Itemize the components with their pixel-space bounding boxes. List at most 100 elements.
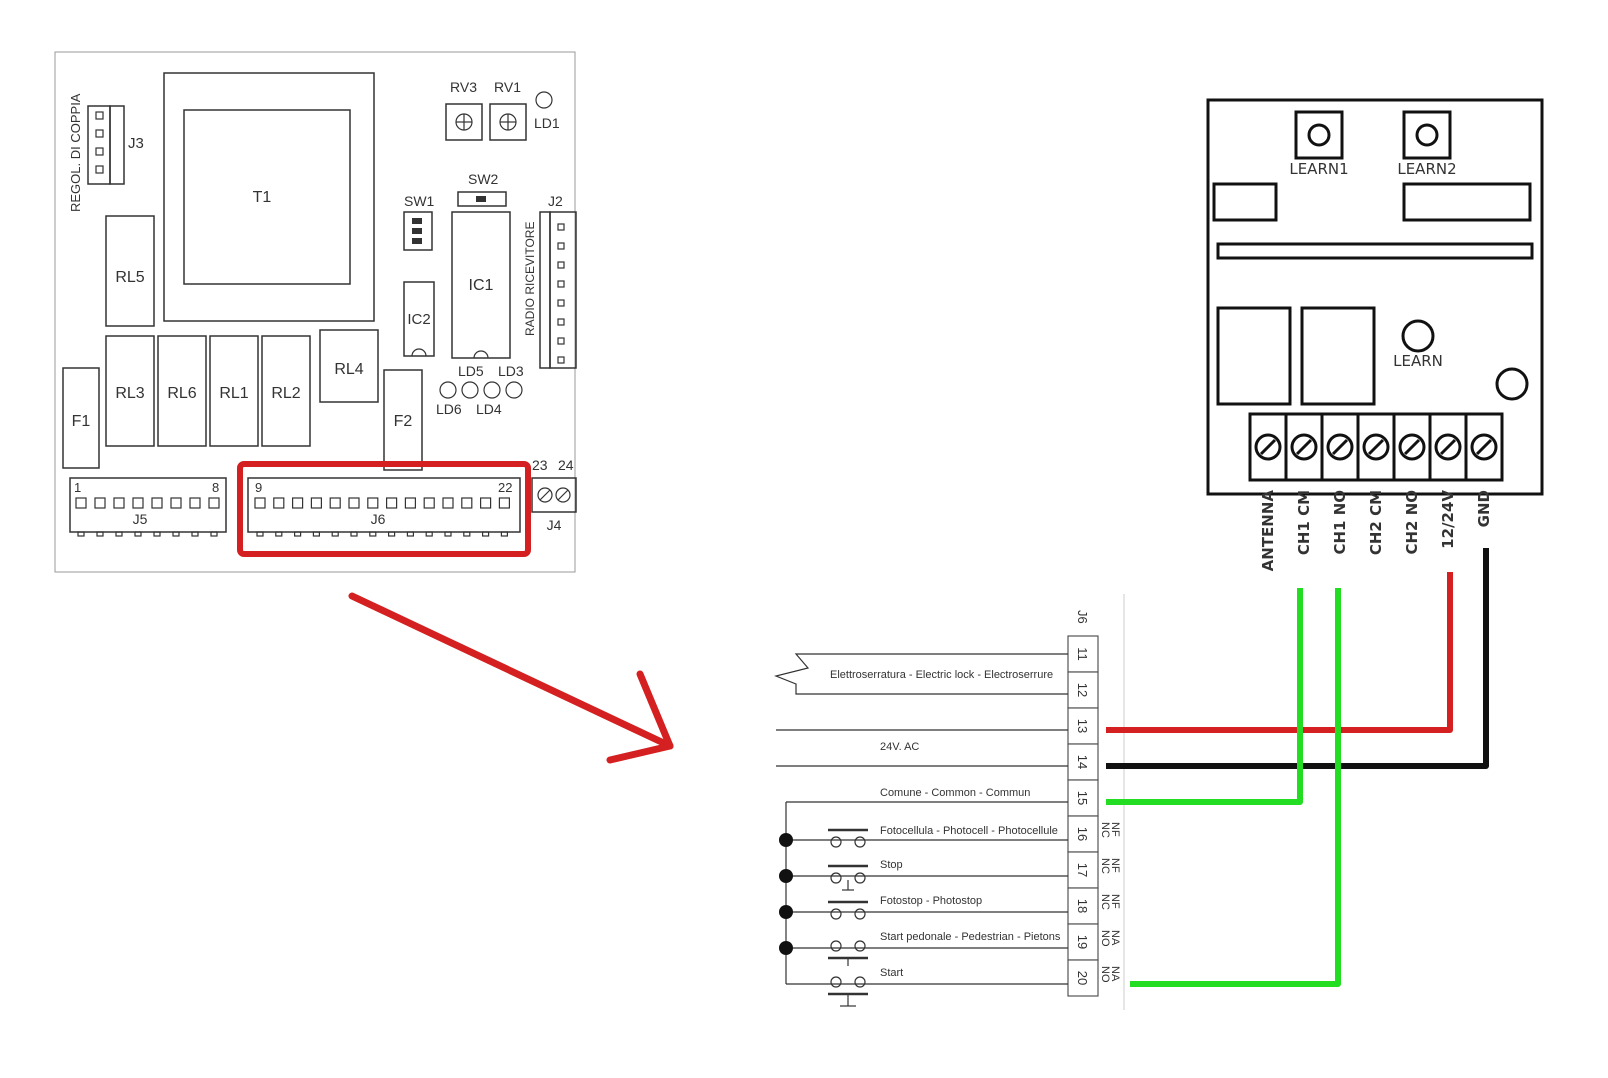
- j2-label: J2: [548, 193, 563, 209]
- j5-pin: [191, 531, 199, 537]
- j6-pin: [425, 531, 433, 537]
- j6-pad: [310, 497, 322, 509]
- j6-pin: [294, 531, 302, 537]
- terminal-screw-slot: [1331, 438, 1349, 456]
- j6-terminal-16: 16: [1075, 827, 1090, 841]
- j6-terminal-14: 14: [1075, 755, 1090, 769]
- j6-terminal-15: 15: [1075, 791, 1090, 805]
- relay-rl5: [105, 215, 155, 327]
- learn1-label: LEARN1: [1289, 160, 1348, 178]
- control-board: REGOL. DI COPPIA J3 T1 RV3 RV1 LD1 SW2 S…: [54, 51, 577, 573]
- common-label: Comune - Common - Commun: [880, 787, 1030, 799]
- ld3-label: LD3: [498, 363, 524, 379]
- svg-text:1: 1: [74, 480, 81, 495]
- j6-terminal-12: 12: [1075, 683, 1090, 697]
- j6-block-title: J6: [1075, 610, 1090, 624]
- pedestrian-label: Start pedonale - Pedestrian - Pietons: [880, 931, 1061, 943]
- photostop-label: Fotostop - Photostop: [880, 895, 982, 907]
- contact-label-top: NF: [1109, 822, 1121, 837]
- j6-pin: [256, 531, 264, 537]
- chip-ic2: [403, 281, 435, 357]
- j4-label: J4: [547, 517, 562, 533]
- contact-label-top: NF: [1109, 858, 1121, 873]
- terminal-block-frame: [1248, 412, 1504, 482]
- ld1-label: LD1: [534, 115, 560, 131]
- j6-terminal-19: 19: [1075, 935, 1090, 949]
- contact-label-top: NA: [1109, 966, 1121, 982]
- j6-terminal-box: [1067, 671, 1099, 709]
- terminal-screw-slot: [1259, 438, 1277, 456]
- f2-label: F2: [394, 413, 413, 430]
- f1-label: F1: [72, 413, 91, 430]
- terminal-screw: [1326, 433, 1354, 461]
- led-ld6: [439, 381, 457, 399]
- j6-pad: [348, 497, 360, 509]
- j6-terminal-box: [1067, 779, 1099, 817]
- j6-pin: [482, 531, 490, 537]
- svg-text:8: 8: [212, 480, 219, 495]
- rl4-label: RL4: [334, 361, 363, 378]
- rl5-label: RL5: [115, 269, 144, 286]
- j6-pad: [442, 497, 454, 509]
- j5-pin: [210, 531, 218, 537]
- ld4-label: LD4: [476, 401, 502, 417]
- j5-pad: [170, 497, 182, 509]
- j6-pin: [406, 531, 414, 537]
- j6-terminal-box: [1067, 815, 1099, 853]
- j5-pad: [208, 497, 220, 509]
- j5-pad: [151, 497, 163, 509]
- j6-pad: [498, 497, 510, 509]
- t1-label: T1: [253, 189, 272, 206]
- j6-pin: [444, 531, 452, 537]
- switch-sw2: [457, 191, 507, 207]
- j6-pin: [350, 531, 358, 537]
- rl1-label: RL1: [219, 385, 248, 402]
- wire-green-ch1-cm: [1106, 588, 1303, 805]
- j6-terminal-box: [1067, 887, 1099, 925]
- regol-label: REGOL. DI COPPIA: [68, 93, 83, 212]
- rl6-label: RL6: [167, 385, 196, 402]
- receiver-terminal-block: [1248, 412, 1504, 482]
- j6-pad: [292, 497, 304, 509]
- rv3-label: RV3: [450, 79, 477, 95]
- j6-pad: [254, 497, 266, 509]
- terminal-j5: 1 8 J5: [69, 477, 227, 537]
- transformer-t1: [163, 72, 375, 322]
- stop-switch: [828, 864, 868, 891]
- contact-label-bottom: NC: [1099, 894, 1111, 910]
- terminal-screw: [1362, 433, 1390, 461]
- electric-lock-label: Elettroserratura - Electric lock - Elect…: [830, 669, 1053, 681]
- relay-rl3: [105, 335, 155, 447]
- led-ld5: [461, 381, 479, 399]
- terminal-screw: [1434, 433, 1462, 461]
- contact-label-top: NA: [1109, 930, 1121, 946]
- contact-label-bottom: NO: [1099, 930, 1111, 947]
- j5-label: J5: [133, 511, 148, 527]
- photocell-switch: [828, 828, 868, 848]
- j6-pad: [273, 497, 285, 509]
- j5-pad: [189, 497, 201, 509]
- rv1-label: RV1: [494, 79, 521, 95]
- photostop-switch: [828, 900, 868, 920]
- relay-rl2: [261, 335, 311, 447]
- terminal-screw: [1398, 433, 1426, 461]
- start-label: Start: [880, 967, 903, 979]
- led-ld4: [483, 381, 501, 399]
- fuse-f2: [383, 369, 423, 471]
- ic1-label: IC1: [469, 277, 494, 294]
- j6-highlight-box: [237, 461, 531, 557]
- chip-ic1: [451, 211, 511, 359]
- j6-pin: [500, 531, 508, 537]
- j3-label: J3: [128, 135, 144, 152]
- terminal-screw-slot: [1295, 438, 1313, 456]
- pin-label-ch2-cm: CH2 CM: [1367, 490, 1385, 555]
- relay-rl1: [209, 335, 259, 447]
- electric-lock-wire: [774, 653, 1068, 695]
- ld5-label: LD5: [458, 363, 484, 379]
- j6-pin: [369, 531, 377, 537]
- sw1-label: SW1: [404, 193, 435, 209]
- j5-pin: [134, 531, 142, 537]
